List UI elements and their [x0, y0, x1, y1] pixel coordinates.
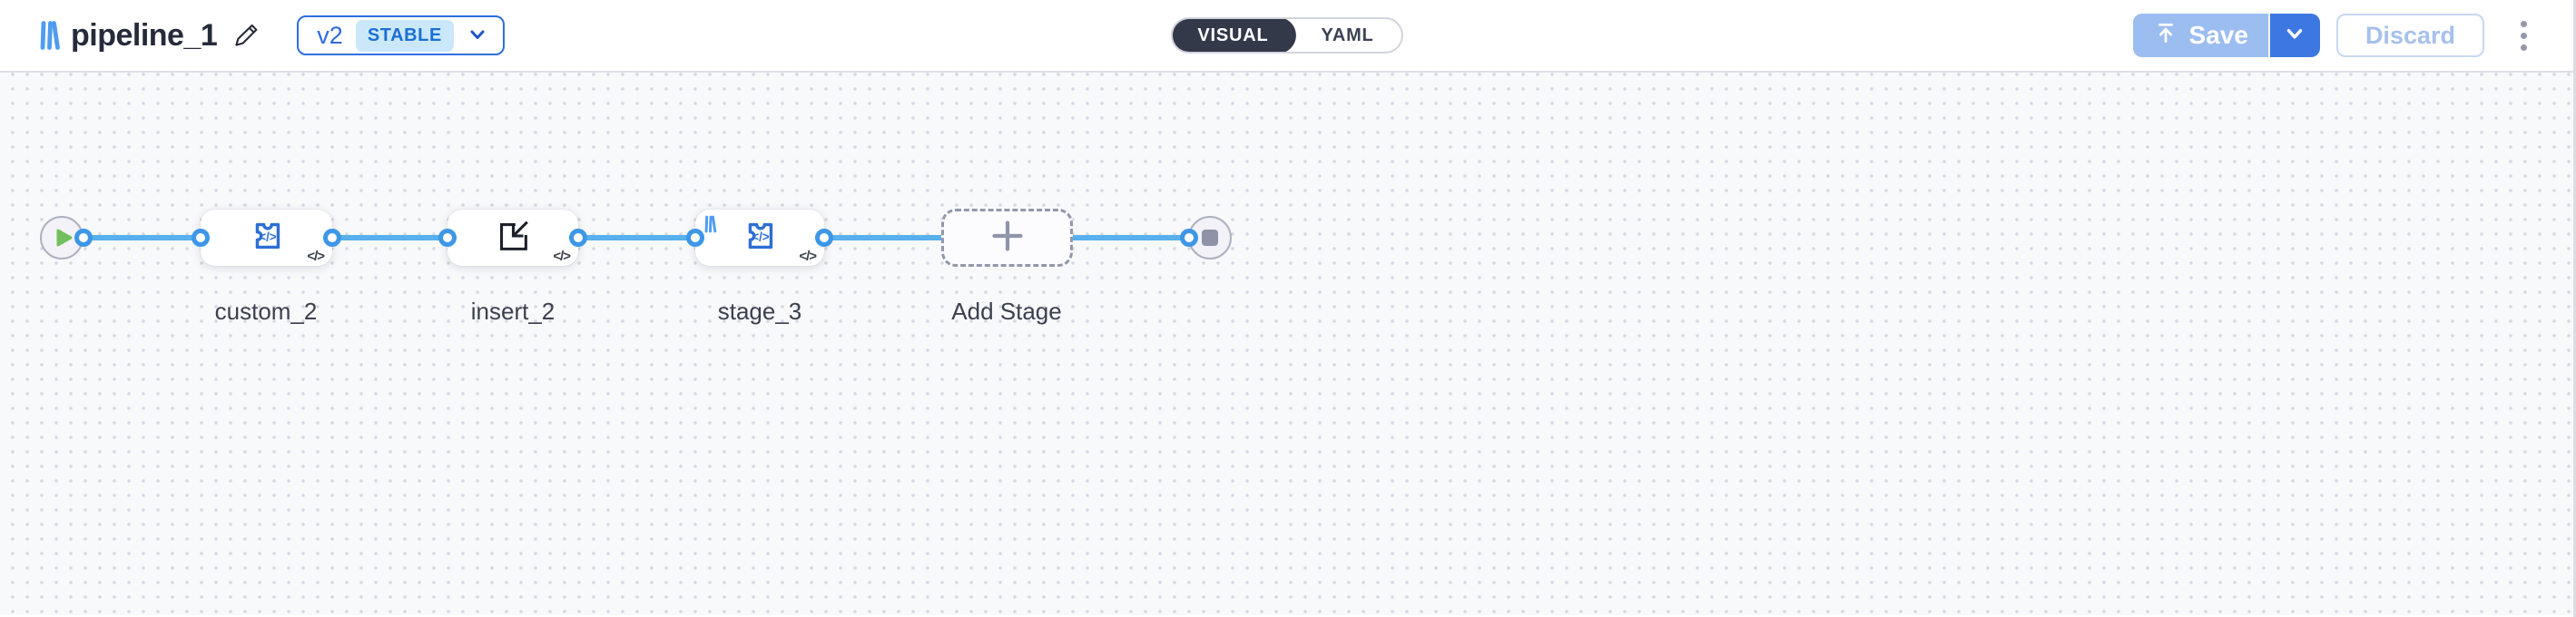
- custom-code-icon: </>: [246, 215, 288, 261]
- node-stage_3[interactable]: </> </>: [695, 210, 824, 266]
- port-stage3-out[interactable]: [815, 229, 833, 247]
- port-insert2-in[interactable]: [438, 229, 457, 247]
- version-label: v2: [317, 21, 343, 49]
- top-bar: pipeline_1 v2 STABLE VISUAL: [0, 0, 2573, 73]
- edit-title-button[interactable]: [231, 20, 262, 51]
- port-sink-in[interactable]: [1180, 229, 1198, 247]
- svg-text:</>: </>: [752, 230, 770, 243]
- code-badge: </>: [553, 249, 571, 264]
- code-badge: </>: [799, 249, 817, 264]
- save-button-label: Save: [2188, 21, 2248, 49]
- node-label-stage_3: stage_3: [717, 298, 802, 325]
- chevron-down-icon: [2283, 22, 2306, 50]
- play-icon: [56, 229, 73, 247]
- edge-insert2-stage3: [578, 235, 695, 240]
- tab-visual[interactable]: VISUAL: [1172, 19, 1296, 52]
- pencil-icon: [232, 20, 261, 52]
- port-insert2-out[interactable]: [569, 229, 587, 247]
- node-custom_2[interactable]: </> </>: [201, 210, 332, 266]
- insert-into-icon: [492, 215, 534, 261]
- plus-icon: [989, 218, 1026, 259]
- save-split-button: Save: [2132, 14, 2320, 57]
- save-button[interactable]: Save: [2132, 14, 2270, 57]
- node-label-add-stage: Add Stage: [951, 298, 1062, 325]
- kebab-menu-icon: [2520, 20, 2527, 51]
- view-mode-toggle: VISUAL YAML: [1170, 17, 1403, 54]
- port-custom2-out[interactable]: [323, 229, 341, 247]
- port-custom2-in[interactable]: [192, 229, 210, 247]
- node-label-custom_2: custom_2: [214, 298, 318, 325]
- custom-code-icon: </>: [739, 215, 781, 261]
- node-label-insert_2: insert_2: [470, 298, 556, 325]
- stop-icon: [1202, 230, 1218, 246]
- edge-custom2-insert2: [332, 235, 447, 240]
- svg-text:</>: </>: [259, 230, 277, 243]
- discard-button[interactable]: Discard: [2335, 14, 2484, 57]
- app-logo-icon: [39, 20, 60, 51]
- page-title: pipeline_1: [71, 17, 218, 53]
- tab-yaml[interactable]: YAML: [1321, 24, 1374, 45]
- port-stage3-in[interactable]: [686, 229, 704, 247]
- edge-source-custom2: [84, 235, 201, 240]
- node-source[interactable]: [40, 216, 84, 260]
- more-options-button[interactable]: [2513, 14, 2533, 57]
- port-source-out[interactable]: [74, 229, 93, 247]
- app-logo-icon: [703, 215, 717, 233]
- top-bar-actions: Save Discard: [2132, 14, 2533, 57]
- add-stage-button[interactable]: [941, 209, 1073, 267]
- save-options-button[interactable]: [2269, 14, 2320, 57]
- code-badge: </>: [307, 249, 325, 264]
- version-selector[interactable]: v2 STABLE: [297, 15, 505, 55]
- upload-icon: [2153, 20, 2178, 52]
- pipeline-canvas[interactable]: </> </> </>: [0, 73, 2573, 615]
- version-status-badge: STABLE: [355, 19, 454, 52]
- node-insert_2[interactable]: </>: [447, 210, 578, 266]
- node-sink[interactable]: [1188, 216, 1232, 260]
- chevron-down-icon: [467, 24, 488, 48]
